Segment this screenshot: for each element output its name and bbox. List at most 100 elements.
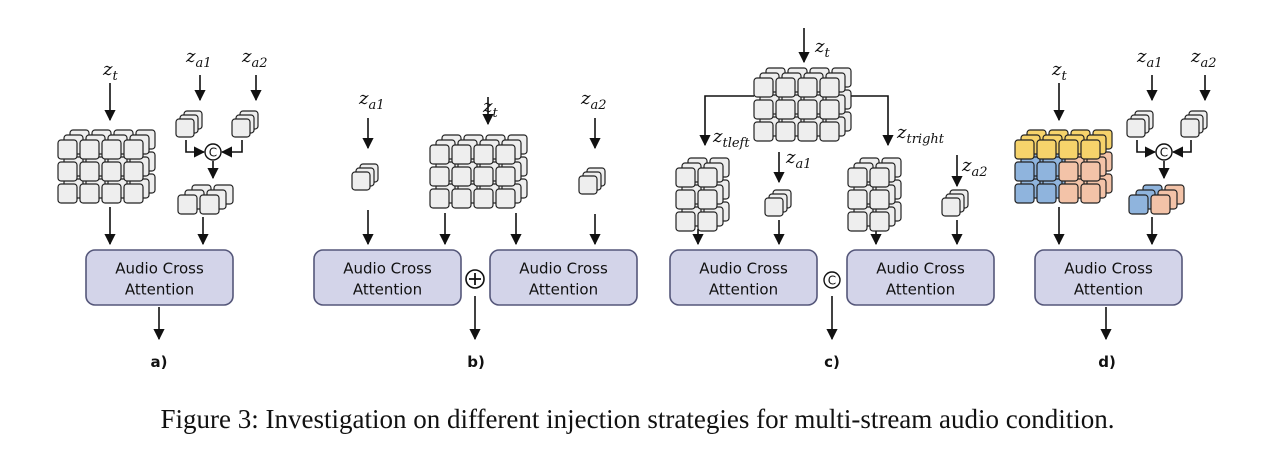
audio-cross-attention-box-left bbox=[313, 249, 462, 306]
audio-cross-attention-box bbox=[1034, 249, 1183, 306]
za2-tokens bbox=[941, 189, 969, 217]
concat-operator-glyph: C bbox=[1160, 146, 1168, 160]
cube-cell bbox=[764, 197, 784, 217]
box-label: Attention bbox=[709, 281, 778, 299]
concat-operator-glyph: C bbox=[828, 274, 836, 288]
zt-label: zt bbox=[814, 36, 830, 61]
za1-tokens bbox=[1126, 110, 1154, 138]
cube-cell bbox=[177, 194, 198, 215]
cube-cell bbox=[797, 77, 818, 98]
panel-label-c: c) bbox=[824, 353, 840, 371]
cube-cell bbox=[578, 175, 598, 195]
subscript: a1 bbox=[368, 98, 384, 113]
cube-cell bbox=[451, 144, 472, 165]
cube-cell bbox=[101, 139, 122, 160]
cube-cell bbox=[451, 188, 472, 209]
subscript: a2 bbox=[251, 56, 267, 71]
za1-label: za1 bbox=[785, 147, 812, 172]
cube-cell bbox=[697, 211, 718, 232]
cube-cell bbox=[495, 166, 516, 187]
za2-tokens bbox=[578, 167, 606, 195]
cube-cell bbox=[1058, 161, 1079, 182]
zt-label: zt bbox=[1051, 59, 1067, 84]
concat-colored-tokens bbox=[1128, 184, 1185, 215]
cube-cell bbox=[941, 197, 961, 217]
cube-cell bbox=[1014, 183, 1035, 204]
cube-cell bbox=[473, 166, 494, 187]
cube-cell bbox=[775, 77, 796, 98]
za2-label: za2 bbox=[580, 88, 607, 113]
concat-operator bbox=[823, 271, 841, 289]
subscript: t bbox=[492, 106, 498, 121]
cube-cell bbox=[79, 139, 100, 160]
concat-operator-glyph: C bbox=[209, 146, 217, 160]
subscript: a1 bbox=[195, 56, 211, 71]
cube-cell bbox=[1080, 161, 1101, 182]
zt-cube bbox=[429, 134, 528, 209]
ztleft-cube bbox=[675, 157, 730, 232]
cube-cell bbox=[1080, 183, 1101, 204]
cube-cell bbox=[1150, 194, 1171, 215]
box-label: Attention bbox=[353, 281, 422, 299]
za1-to-concat-arrow bbox=[1136, 140, 1157, 158]
zt-cube bbox=[753, 67, 852, 142]
ztright-cube bbox=[847, 157, 902, 232]
cube-cell bbox=[495, 188, 516, 209]
concat-operator bbox=[204, 143, 222, 161]
panel-label-d: d) bbox=[1098, 353, 1116, 371]
cube-cell bbox=[473, 188, 494, 209]
cube-cell bbox=[819, 99, 840, 120]
cube-cell bbox=[123, 139, 144, 160]
za2-label: za2 bbox=[241, 46, 268, 71]
cube-cell bbox=[847, 189, 868, 210]
cube-cell bbox=[473, 144, 494, 165]
cube-cell bbox=[869, 189, 890, 210]
cube-cell bbox=[451, 166, 472, 187]
cube-cell bbox=[753, 99, 774, 120]
cube-cell bbox=[351, 171, 371, 191]
box-label: Audio Cross bbox=[1064, 260, 1153, 278]
cube-cell bbox=[675, 211, 696, 232]
ztright-label: ztright bbox=[896, 122, 945, 147]
subscript: t bbox=[824, 46, 830, 61]
cube-cell bbox=[775, 121, 796, 142]
audio-cross-attention-box-right bbox=[846, 249, 995, 306]
cube-cell bbox=[101, 183, 122, 204]
zt-cube bbox=[57, 129, 156, 204]
cube-cell bbox=[79, 161, 100, 182]
ztleft-label: ztleft bbox=[712, 126, 750, 151]
cube-cell bbox=[675, 167, 696, 188]
cube-cell bbox=[753, 77, 774, 98]
cube-cell bbox=[175, 118, 195, 138]
concat-tokens bbox=[177, 184, 234, 215]
cube-cell bbox=[697, 167, 718, 188]
cube-cell bbox=[753, 121, 774, 142]
za2-label: za2 bbox=[961, 155, 988, 180]
cube-cell bbox=[429, 144, 450, 165]
za1-tokens bbox=[175, 110, 203, 138]
panel-label-b: b) bbox=[467, 353, 485, 371]
subscript: a2 bbox=[590, 98, 606, 113]
box-label: Audio Cross bbox=[343, 260, 432, 278]
concat-operator bbox=[1155, 143, 1173, 161]
za2-tokens bbox=[231, 110, 259, 138]
cube-cell bbox=[819, 77, 840, 98]
subscript: t bbox=[1061, 69, 1067, 84]
zt-colored-cube bbox=[1014, 129, 1113, 204]
cube-cell bbox=[231, 118, 251, 138]
split-left-arrow bbox=[699, 95, 754, 147]
cube-cell bbox=[1126, 118, 1146, 138]
subscript: a2 bbox=[1200, 56, 1216, 71]
cube-cell bbox=[1180, 118, 1200, 138]
zt-label: zt bbox=[482, 96, 498, 121]
za2-to-concat-arrow bbox=[220, 140, 243, 158]
cube-cell bbox=[1036, 161, 1057, 182]
za2-to-concat-arrow bbox=[1171, 140, 1192, 158]
za1-label: za1 bbox=[358, 88, 385, 113]
cube-cell bbox=[1014, 161, 1035, 182]
cube-cell bbox=[1014, 139, 1035, 160]
box-label: Attention bbox=[529, 281, 598, 299]
cube-cell bbox=[847, 167, 868, 188]
cube-cell bbox=[1036, 139, 1057, 160]
